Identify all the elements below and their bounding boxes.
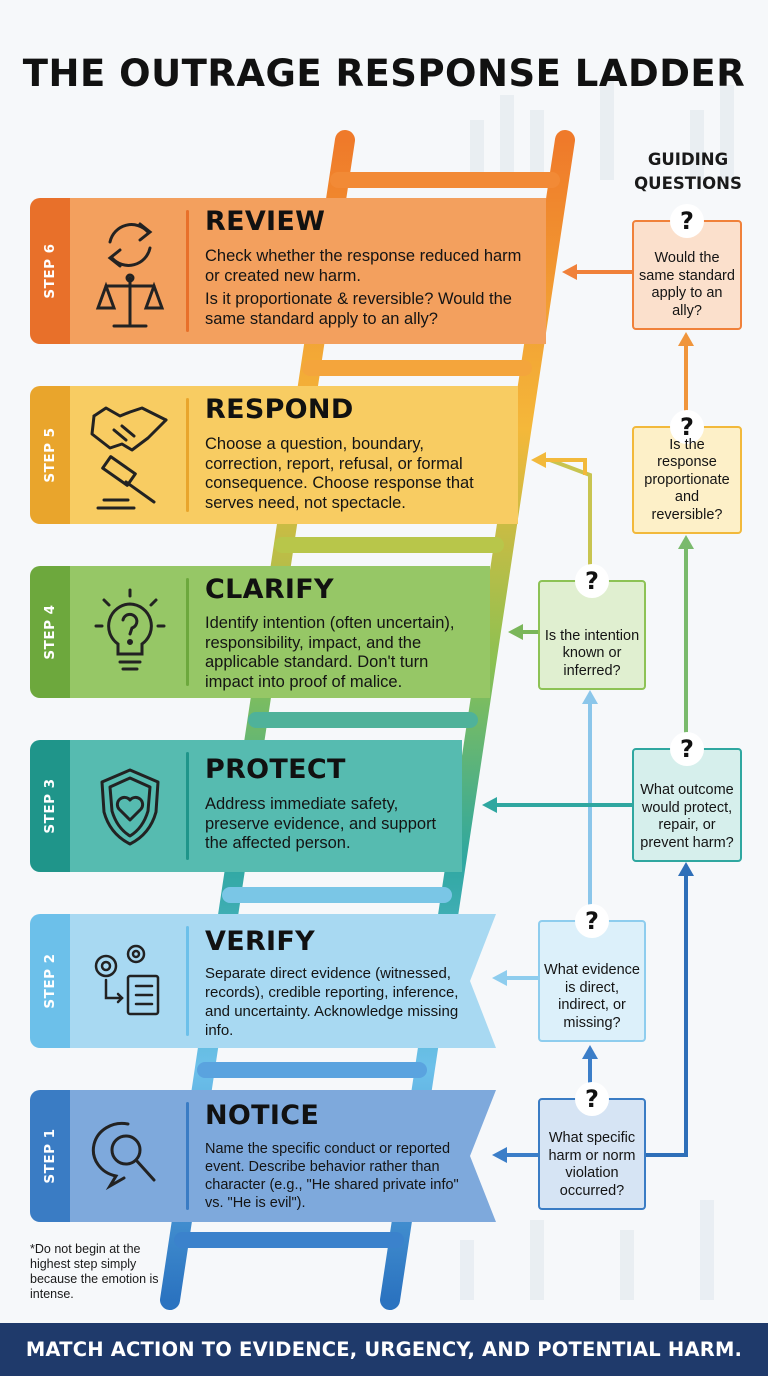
step-6-body-line-1: Check whether the response reduced harm …	[205, 247, 522, 285]
step-6-body-line-2: Is it proportionate & reversible? Would …	[205, 290, 512, 328]
gavel-icon	[96, 455, 156, 510]
lightbulb-question-icon	[94, 588, 166, 671]
step-4-icons	[70, 566, 190, 698]
question-box-protect: ? What outcome would protect, repair, or…	[632, 732, 742, 862]
step-1-heading: NOTICE	[205, 1100, 320, 1131]
footnote: *Do not begin at the highest step simply…	[30, 1242, 159, 1301]
step-6-card	[70, 198, 546, 344]
footer-text: MATCH ACTION TO EVIDENCE, URGENCY, AND P…	[25, 1338, 743, 1361]
step-1-body-line-1: Name the specific conduct or reported ev…	[205, 1141, 459, 1211]
step-6-body: Check whether the response reduced harm …	[205, 247, 525, 333]
step-2-heading: VERIFY	[205, 926, 315, 957]
step-1-tab: STEP 1	[30, 1090, 70, 1222]
step-5-body-line-1: Choose a question, boundary, correction,…	[205, 435, 474, 512]
guiding-questions-title: GUIDING QUESTIONS	[634, 150, 742, 193]
question-box-clarify: ? Is the intention known or inferred?	[538, 564, 646, 690]
page-title: THE OUTRAGE RESPONSE LADDER	[22, 52, 746, 95]
question-text: What specific harm or norm violation occ…	[548, 1130, 636, 1199]
step-1-divider	[186, 1102, 189, 1210]
step-1-body: Name the specific conduct or reported ev…	[205, 1140, 460, 1216]
step-1-label: STEP 1	[42, 1128, 58, 1184]
question-box-review: ? Would the same standard apply to an al…	[632, 204, 742, 330]
step-4-divider	[186, 578, 189, 686]
magnifier-icon	[91, 1121, 156, 1191]
step-3-icons	[70, 740, 190, 872]
scales-icon	[95, 273, 165, 328]
step-4-tab: STEP 4	[30, 566, 70, 698]
step-6-heading: REVIEW	[205, 206, 326, 237]
step-2-card	[70, 914, 496, 1048]
question-mark-icon: ?	[670, 204, 704, 238]
step-2-tab: STEP 2	[30, 914, 70, 1048]
question-mark-icon: ?	[575, 1082, 609, 1116]
question-text: Would the same standard apply to an ally…	[639, 250, 735, 319]
step-6-tab: STEP 6	[30, 198, 70, 344]
step-6-label: STEP 6	[42, 243, 58, 299]
question-mark-icon: ?	[670, 410, 704, 444]
question-text: Is the intention known or inferred?	[544, 627, 640, 679]
step-4-heading: CLARIFY	[205, 574, 334, 605]
step-2-body: Separate direct evidence (witnessed, rec…	[205, 964, 480, 1044]
question-mark-icon: ?	[575, 904, 609, 938]
question-mark-icon: ?	[575, 564, 609, 598]
question-mark-icon: ?	[670, 732, 704, 766]
step-3-body: Address immediate safety, preserve evide…	[205, 795, 450, 858]
step-3-heading: PROTECT	[205, 754, 346, 785]
arrow-heads	[482, 264, 694, 1163]
step-6-icons	[70, 198, 190, 344]
step-3-tab: STEP 3	[30, 740, 70, 872]
step-2-icons	[70, 914, 190, 1048]
shield-heart-icon	[100, 768, 160, 846]
step-4-card	[70, 566, 490, 698]
question-box-notice: ? What specific harm or norm violation o…	[538, 1082, 646, 1210]
step-3-divider	[186, 752, 189, 860]
step-5-label: STEP 5	[42, 427, 58, 483]
step-4-body: Identify intention (often uncertain), re…	[205, 614, 475, 696]
step-3-body-line-1: Address immediate safety, preserve evide…	[205, 795, 437, 852]
step-2-label: STEP 2	[42, 953, 58, 1009]
question-box-respond: ? Is the response proportionate and reve…	[632, 410, 742, 534]
refresh-cycle-icon	[107, 222, 153, 268]
ladder-rungs	[174, 172, 560, 1248]
question-text: What outcome would protect, repair, or p…	[640, 782, 734, 851]
step-5-heading: RESPOND	[205, 394, 354, 425]
question-text: What evidence is direct, indirect, or mi…	[544, 962, 640, 1031]
step-1-icons	[70, 1090, 190, 1222]
step-5-divider	[186, 398, 189, 512]
step-3-card	[70, 740, 462, 872]
step-6-divider	[186, 210, 189, 332]
background-bars	[460, 80, 734, 1300]
step-1-card	[70, 1090, 496, 1222]
handshake-icon	[90, 406, 168, 452]
step-3-label: STEP 3	[42, 778, 58, 834]
step-4-label: STEP 4	[42, 604, 58, 660]
footer-banner: MATCH ACTION TO EVIDENCE, URGENCY, AND P…	[0, 1323, 768, 1376]
step-5-body: Choose a question, boundary, correction,…	[205, 435, 500, 517]
step-2-divider	[186, 926, 189, 1036]
step-5-icons	[70, 386, 190, 524]
gears-checklist-icon	[94, 944, 160, 1016]
question-box-verify: ? What evidence is direct, indirect, or …	[538, 904, 646, 1042]
step-2-body-line-1: Separate direct evidence (witnessed, rec…	[205, 965, 459, 1039]
step-5-tab: STEP 5	[30, 386, 70, 524]
question-text: Is the response proportionate and revers…	[644, 436, 730, 523]
step-4-body-line-1: Identify intention (often uncertain), re…	[205, 614, 455, 691]
